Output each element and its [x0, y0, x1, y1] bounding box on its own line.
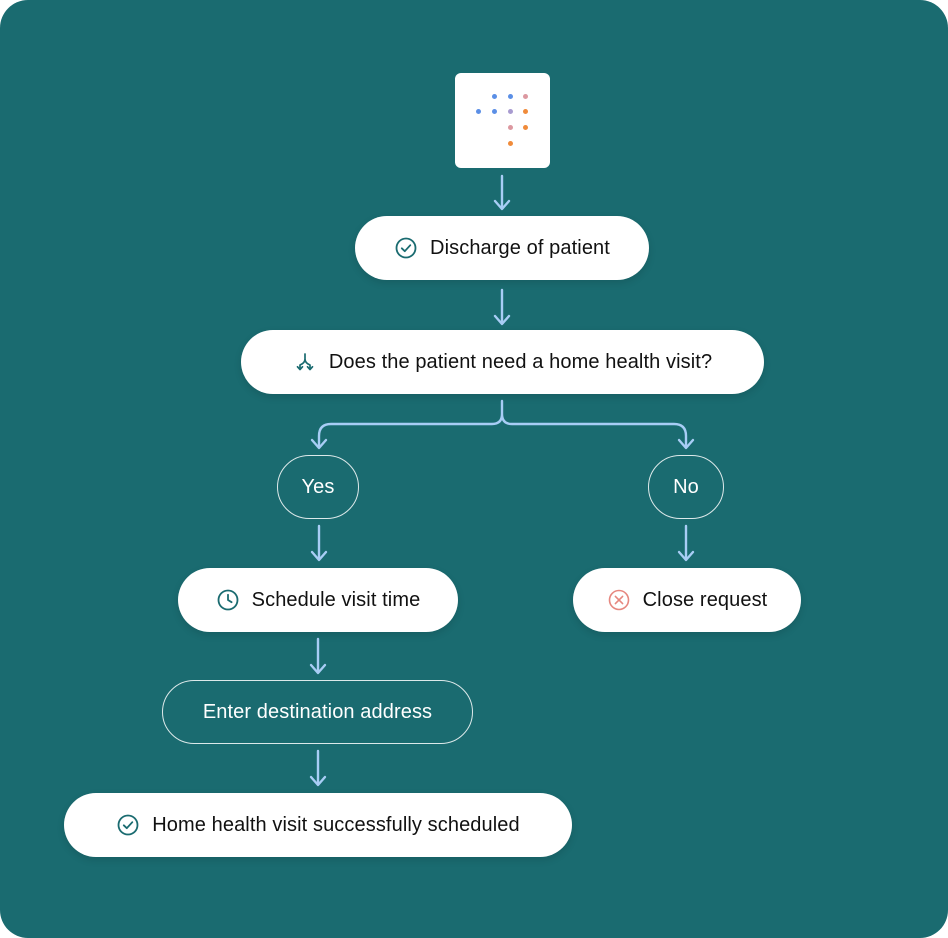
node-label: Close request [642, 588, 768, 611]
arrow-address-to-success [309, 749, 327, 787]
node-discharge: Discharge of patient [355, 216, 649, 280]
node-address: Enter destination address [162, 680, 473, 744]
node-close: Close request [573, 568, 801, 632]
node-no: No [648, 455, 724, 519]
arrow-yes-to-schedule [310, 524, 328, 562]
node-label: No [673, 475, 699, 498]
node-label: Does the patient need a home health visi… [328, 350, 713, 373]
node-label: Home health visit successfully scheduled [152, 813, 520, 836]
arrow-schedule-to-address [309, 637, 327, 675]
branch-connector [317, 399, 688, 449]
node-question: Does the patient need a home health visi… [241, 330, 764, 394]
close-circle-icon [607, 588, 631, 612]
node-schedule: Schedule visit time [178, 568, 458, 632]
branch-arrowhead-no [677, 438, 695, 450]
arrow-discharge-to-question [493, 288, 511, 326]
clock-icon [216, 588, 240, 612]
check-circle-icon [116, 813, 140, 837]
node-yes: Yes [277, 455, 359, 519]
check-circle-icon [394, 236, 418, 260]
node-label: Enter destination address [202, 700, 433, 723]
node-label: Yes [301, 475, 335, 498]
node-label: Schedule visit time [251, 588, 421, 611]
arrow-no-to-close [677, 524, 695, 562]
logo-card [455, 73, 550, 168]
branch-split-icon [293, 350, 317, 374]
branch-arrowhead-yes [310, 438, 328, 450]
node-label: Discharge of patient [430, 236, 610, 259]
arrow-logo-to-discharge [493, 174, 511, 211]
node-success: Home health visit successfully scheduled [64, 793, 572, 857]
